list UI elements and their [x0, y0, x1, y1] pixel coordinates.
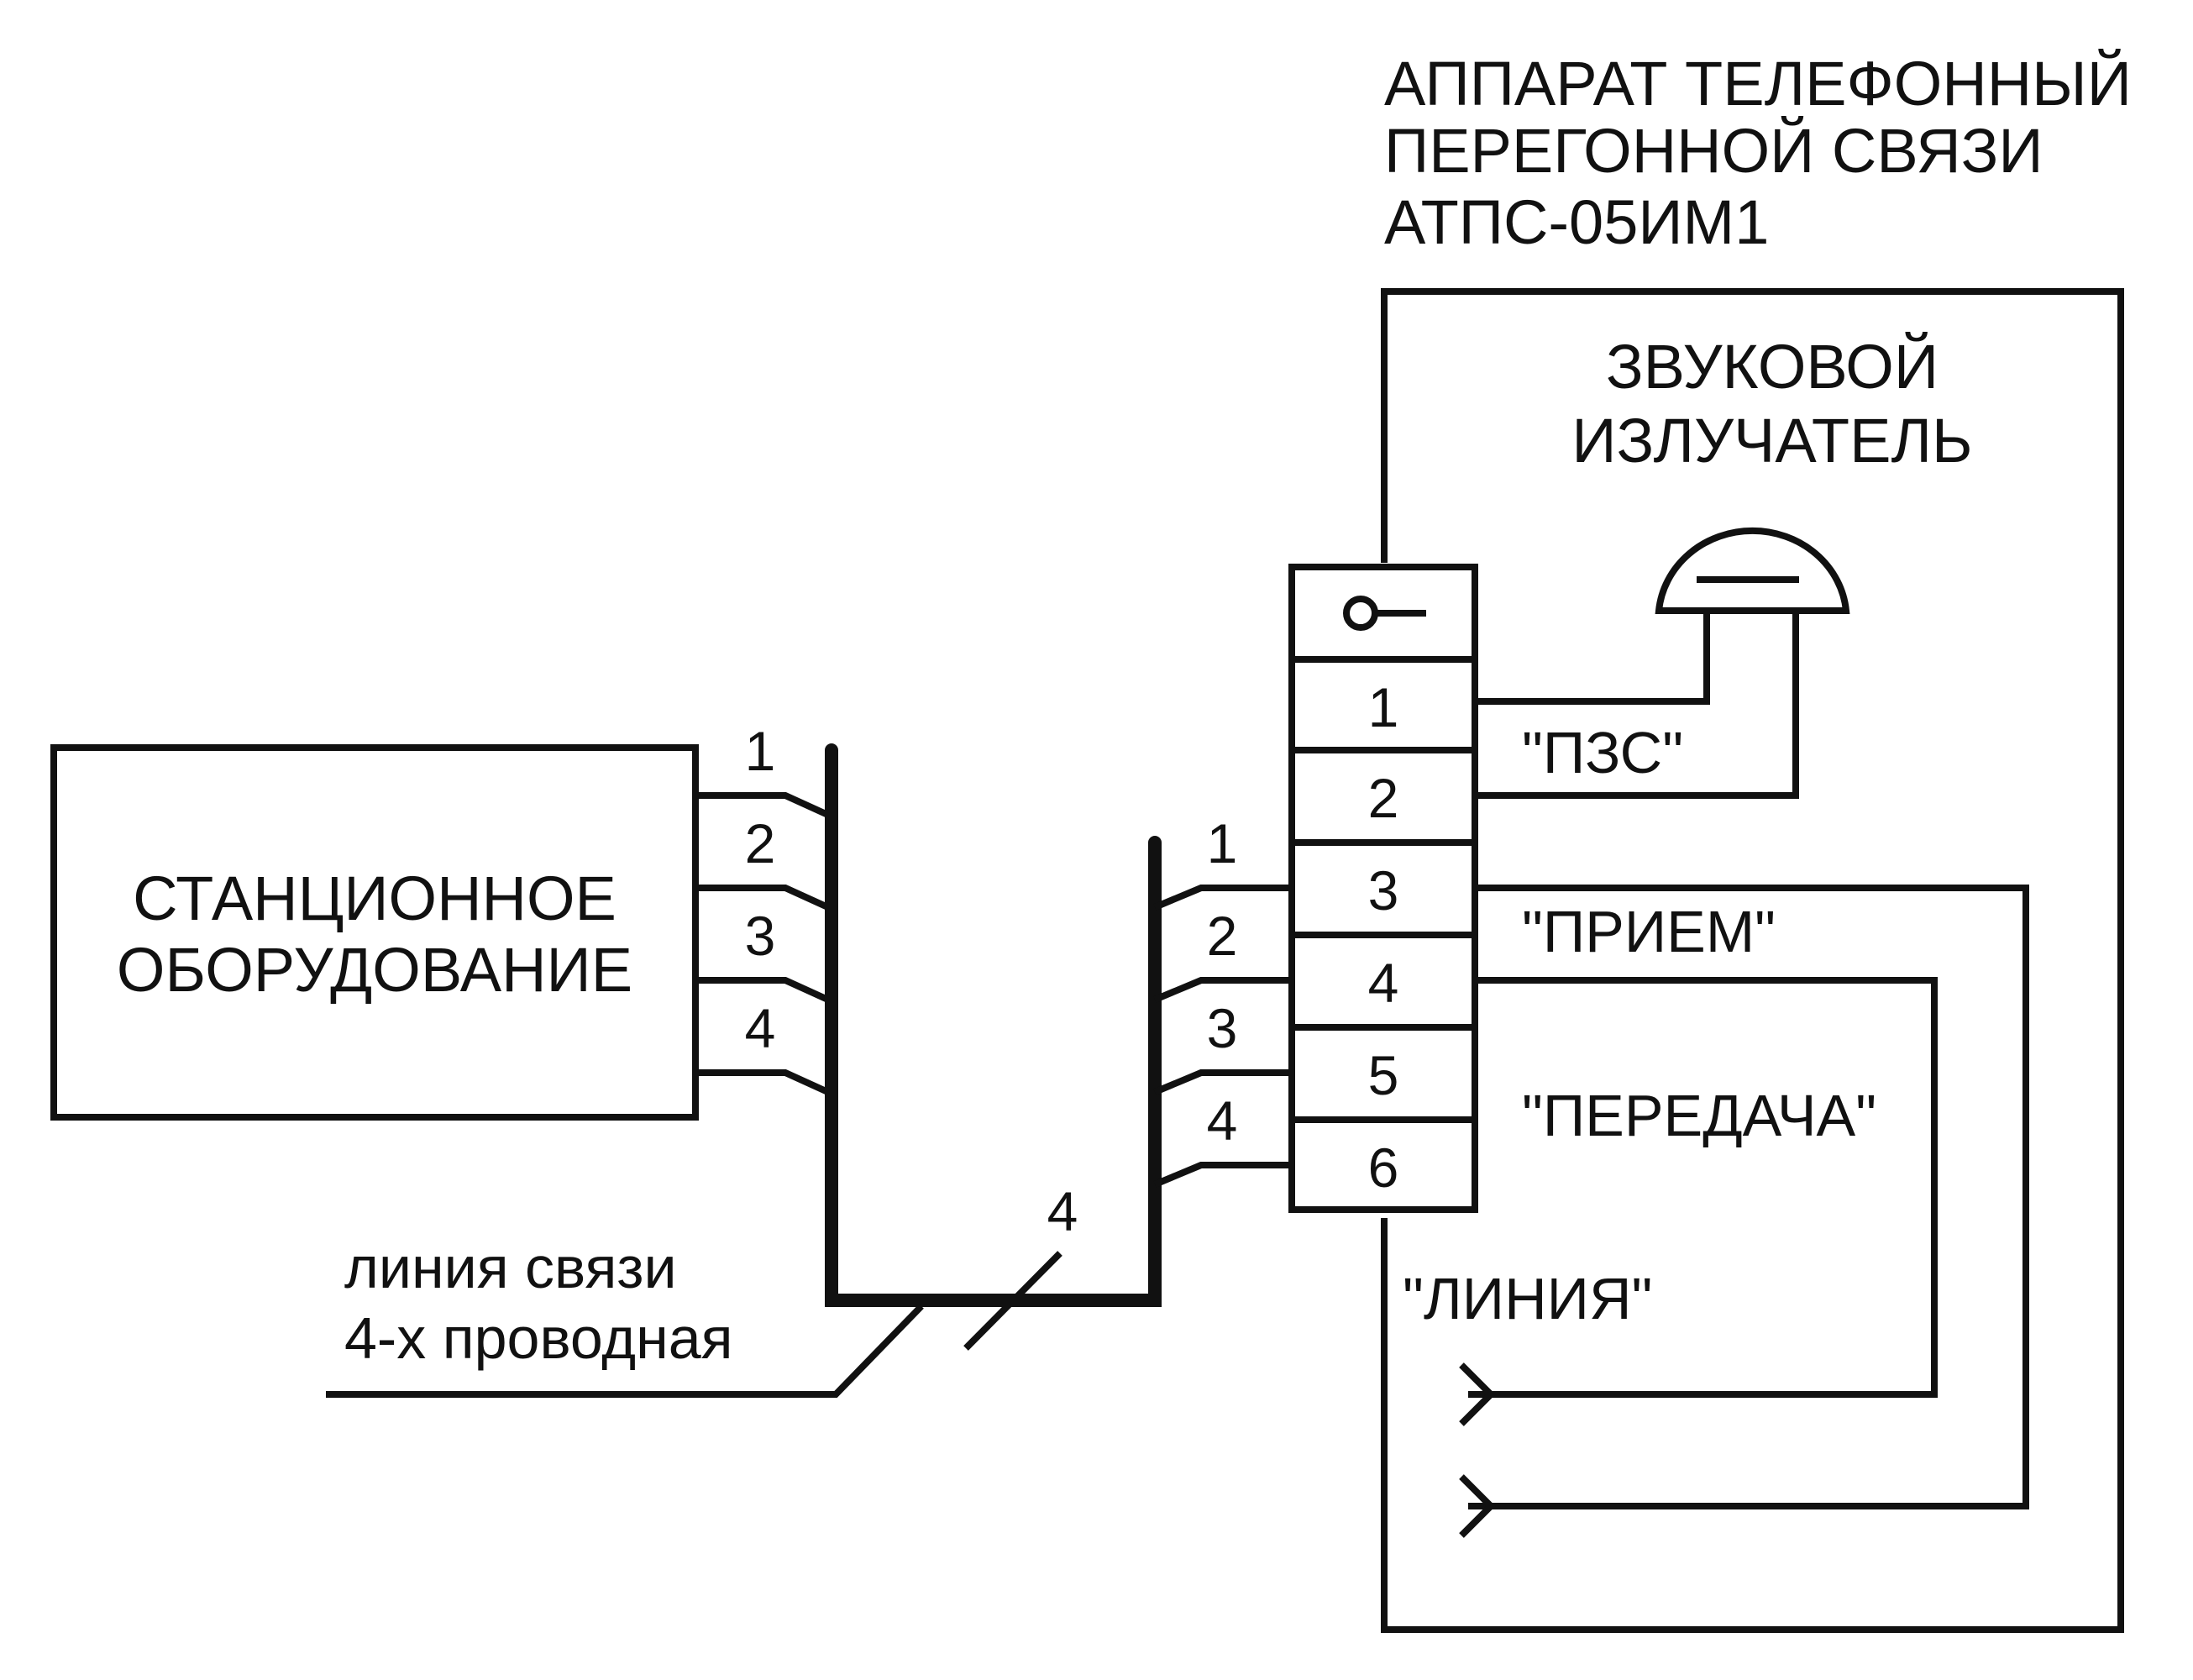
pzs-wire-1 — [1475, 611, 1710, 705]
terminal-number-3: 3 — [1368, 859, 1399, 921]
cable-caption-line-2: 4-х проводная — [344, 1305, 733, 1371]
device-title-line-2: ПЕРЕГОННОЙ СВЯЗИ — [1384, 116, 2043, 186]
terminal-number-2: 2 — [1368, 767, 1399, 829]
device-side-wires: 1 2 3 4 — [1153, 812, 1292, 1188]
terminal-block: 1 2 3 4 5 6 — [1288, 564, 1478, 1213]
signal-label-pzs: "ПЗС" — [1522, 720, 1683, 785]
line-connector-icon-2 — [1459, 1474, 1496, 1538]
line-connector-icon-1 — [1459, 1362, 1496, 1426]
signal-label-receive: "ПРИЕМ" — [1522, 899, 1776, 964]
transmit-wire — [1468, 977, 1938, 1398]
station-wire-number-4: 4 — [745, 997, 776, 1059]
terminal-number-4: 4 — [1368, 952, 1399, 1014]
cable-caption-line-1: линия связи — [344, 1235, 677, 1300]
cable-bundle: 4 — [825, 743, 1162, 1351]
receive-wire — [1468, 885, 2029, 1509]
station-equipment: СТАНЦИОННОЕ ОБОРУДОВАНИЕ — [50, 744, 699, 1121]
wire-count-label: 4 — [1047, 1180, 1078, 1242]
internal-wiring — [1459, 611, 2029, 1538]
device-title-line-3: АТПС-05ИМ1 — [1384, 187, 1769, 257]
caption-leader — [326, 1304, 924, 1398]
station-label-line-1: СТАНЦИОННОЕ — [133, 864, 616, 933]
emitter-label-line-2: ИЗЛУЧАТЕЛЬ — [1571, 406, 1972, 475]
sound-emitter: ЗВУКОВОЙ ИЗЛУЧАТЕЛЬ — [1571, 332, 1973, 614]
device-enclosure — [1381, 288, 2124, 1633]
buzzer-icon — [1655, 527, 1850, 614]
device-wire-number-1: 1 — [1207, 812, 1238, 874]
cable-caption: линия связи 4-х проводная — [326, 1235, 924, 1398]
terminal-number-5: 5 — [1368, 1044, 1399, 1106]
device-wire-number-3: 3 — [1207, 997, 1238, 1059]
terminal-number-1: 1 — [1368, 676, 1399, 738]
device-title-line-1: АППАРАТ ТЕЛЕФОННЫЙ — [1384, 49, 2132, 118]
pzs-wire-2 — [1475, 611, 1799, 799]
terminal-number-6: 6 — [1368, 1137, 1399, 1199]
signal-label-line: "ЛИНИЯ" — [1403, 1266, 1652, 1331]
device-wire-number-4: 4 — [1207, 1089, 1238, 1152]
wire-count-slash — [963, 1251, 1062, 1351]
emitter-label-line-1: ЗВУКОВОЙ — [1606, 332, 1939, 402]
device-wire-number-2: 2 — [1207, 905, 1238, 967]
device-title: АППАРАТ ТЕЛЕФОННЫЙ ПЕРЕГОННОЙ СВЯЗИ АТПС… — [1384, 49, 2132, 257]
station-wire-number-2: 2 — [745, 812, 776, 874]
station-wire-number-3: 3 — [745, 905, 776, 967]
station-wires: 1 2 3 4 — [695, 720, 833, 1097]
ground-terminal-icon — [1343, 596, 1426, 631]
station-wire-number-1: 1 — [745, 720, 776, 782]
station-label-line-2: ОБОРУДОВАНИЕ — [117, 935, 632, 1005]
signal-label-transmit: "ПЕРЕДАЧА" — [1522, 1083, 1876, 1148]
